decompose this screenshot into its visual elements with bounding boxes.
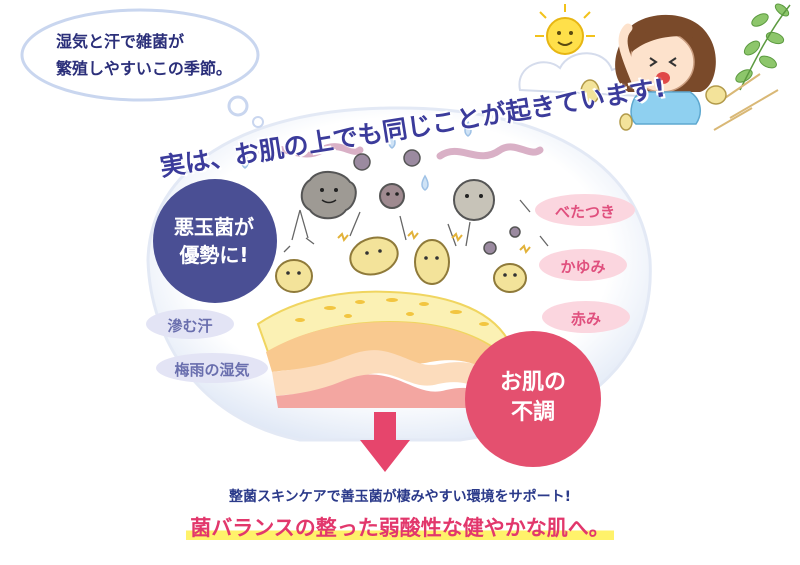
leaves-icon — [735, 3, 791, 91]
symptom-pill-sticky — [535, 194, 635, 226]
girl-icon — [615, 14, 716, 125]
cause-label-humidity: 梅雨の湿気 — [174, 361, 250, 379]
bad-line-1: 悪玉菌が — [174, 215, 254, 239]
bad-bacteria — [300, 149, 521, 255]
skin-trouble-circle — [465, 331, 601, 467]
bad-bacteria-circle — [153, 179, 277, 303]
skin-trouble-label: お肌の 不調 — [462, 368, 604, 428]
speech-bubble-text: 湿気と汗で雑菌が 繁殖しやすいこの季節。 — [56, 28, 232, 82]
bubble-line-1: 湿気と汗で雑菌が — [56, 32, 185, 51]
cause-pill-humidity — [156, 353, 268, 383]
symptom-label-sticky: べたつき — [554, 203, 615, 221]
squiggles — [258, 143, 544, 160]
germ-icon — [580, 79, 727, 131]
bubble-line-2: 繁殖しやすいこの季節。 — [56, 59, 232, 78]
cause-label-sweat: 滲む汗 — [167, 317, 213, 335]
trouble-line-1: お肌の — [499, 370, 566, 395]
down-arrow-icon — [360, 412, 410, 472]
trouble-line-2: 不調 — [510, 400, 555, 425]
symptom-label-red: 赤み — [570, 310, 601, 328]
water-drops — [241, 120, 472, 191]
tagline-text: 菌バランスの整った弱酸性な健やかな肌へ。 — [186, 516, 614, 540]
skin-layers — [256, 290, 510, 408]
tagline: 菌バランスの整った弱酸性な健やかな肌へ。 — [0, 512, 800, 542]
symptom-pill-itch — [539, 249, 627, 281]
symptom-label-itch: かゆみ — [560, 258, 606, 276]
bad-bacteria-label: 悪玉菌が 優勢に! — [148, 213, 280, 269]
symptom-pill-red — [542, 301, 630, 333]
support-text: 整菌スキンケアで善玉菌が棲みやすい環境をサポート! — [229, 489, 571, 505]
speech-bubble — [20, 8, 264, 128]
good-bacteria — [275, 236, 527, 293]
bad-line-2: 優勢に! — [179, 243, 249, 267]
cause-pill-sweat — [146, 309, 234, 339]
sun-icon — [535, 4, 595, 55]
